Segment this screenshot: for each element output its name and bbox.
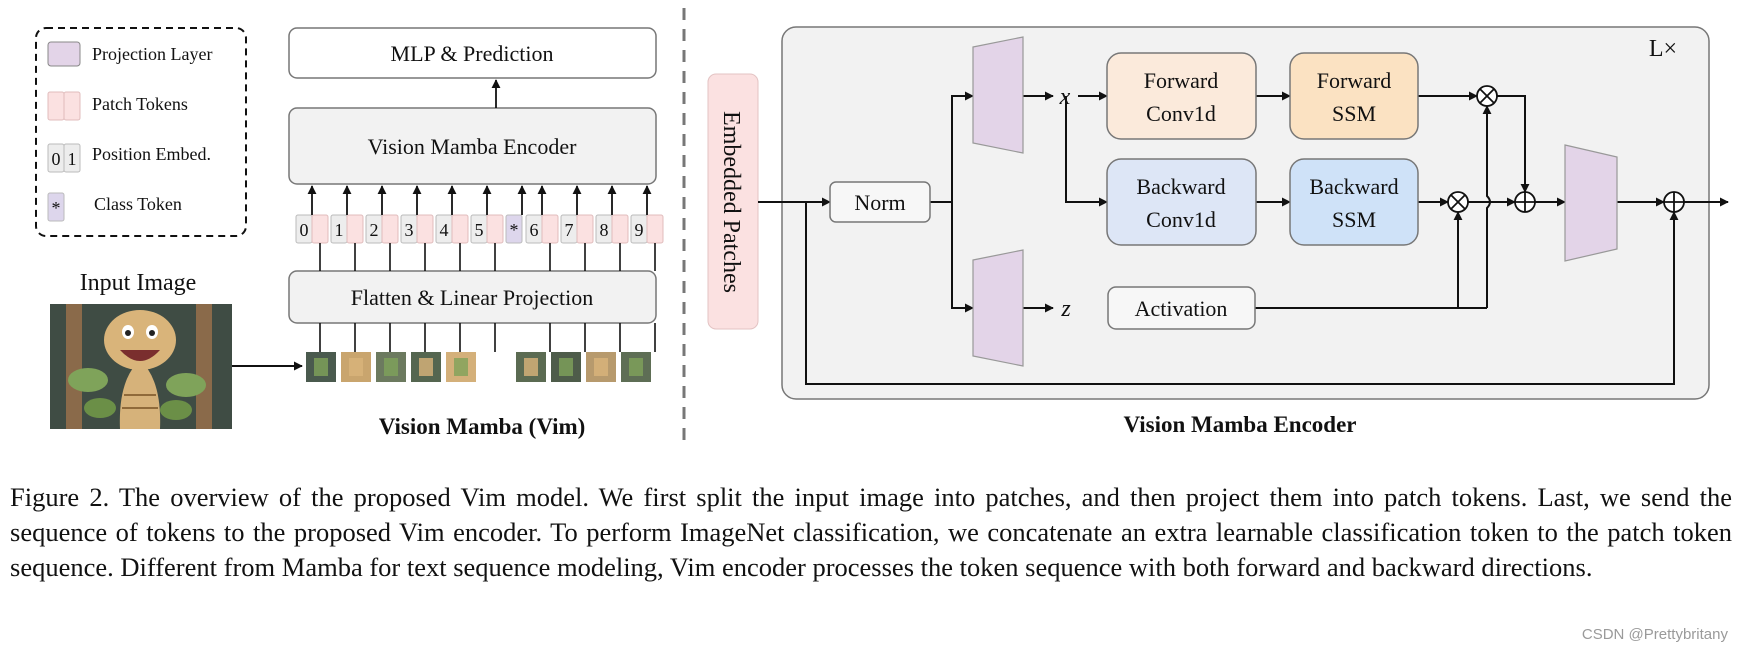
vim-encoder-label: Vision Mamba Encoder xyxy=(368,134,578,159)
image-patch-detail xyxy=(594,358,608,376)
input-image: Input Image xyxy=(50,270,232,429)
repeat-label: L× xyxy=(1649,36,1677,62)
mlp-prediction-label: MLP & Prediction xyxy=(391,41,554,66)
position-index: 1 xyxy=(335,220,344,240)
backward-conv-line1: Backward xyxy=(1136,174,1225,199)
add-residual xyxy=(1663,191,1685,213)
legend-class-symbol: * xyxy=(52,198,61,218)
position-index: 0 xyxy=(300,220,309,240)
z-label: z xyxy=(1060,296,1071,322)
patch-token xyxy=(541,214,559,244)
legend-class-label: Class Token xyxy=(94,194,182,214)
backward-ssm-line1: Backward xyxy=(1309,174,1398,199)
activation-label: Activation xyxy=(1135,296,1228,321)
image-patch-detail xyxy=(559,358,573,376)
image-patch-detail xyxy=(419,358,433,376)
projection-z xyxy=(972,249,1024,367)
figure-diagram: Projection Layer Patch Tokens 0 1 Positi… xyxy=(35,8,1729,448)
forward-conv-line1: Forward xyxy=(1144,68,1219,93)
image-patch-detail xyxy=(384,358,398,376)
patch-token xyxy=(311,214,329,244)
x-label: x xyxy=(1059,84,1071,110)
multiply-top xyxy=(1476,85,1498,107)
input-image-label: Input Image xyxy=(80,270,197,296)
forward-ssm-line1: Forward xyxy=(1317,68,1392,93)
activation-box xyxy=(1107,286,1256,330)
watermark: CSDN @Prettybritany xyxy=(1581,626,1728,643)
image-patches xyxy=(306,352,651,382)
backward-conv-box xyxy=(1106,158,1257,246)
image-patch-detail xyxy=(524,358,538,376)
forward-ssm-box xyxy=(1289,52,1419,140)
legend-position-label: Position Embed. xyxy=(92,144,211,164)
image-patch-detail xyxy=(454,358,468,376)
position-index: 4 xyxy=(440,220,449,240)
norm-label: Norm xyxy=(854,190,905,215)
add-merge xyxy=(1514,191,1536,213)
embedded-patches-label: Embedded Patches xyxy=(718,111,744,293)
vim-encoder-box xyxy=(288,107,657,185)
position-index: 9 xyxy=(635,220,644,240)
projection-x xyxy=(972,36,1024,154)
flatten-box xyxy=(288,270,657,324)
token-sequence: 0 1 2 3 4 5 * 6 7 8 9 xyxy=(295,185,664,352)
legend-position-digit-1: 1 xyxy=(68,149,77,169)
norm-box xyxy=(829,181,931,223)
patch-token xyxy=(576,214,594,244)
position-index: 7 xyxy=(565,220,574,240)
flatten-label: Flatten & Linear Projection xyxy=(351,285,594,310)
projection-out xyxy=(1564,144,1618,262)
patch-token xyxy=(486,214,504,244)
forward-conv-line2: Conv1d xyxy=(1146,101,1216,126)
vim-title: Vision Mamba (Vim) xyxy=(379,414,586,439)
patch-token xyxy=(451,214,469,244)
legend-position-digit-0: 0 xyxy=(52,149,61,169)
legend: Projection Layer Patch Tokens 0 1 Positi… xyxy=(35,27,247,237)
patch-token xyxy=(611,214,629,244)
legend-projection-swatch xyxy=(47,41,81,67)
position-index: 5 xyxy=(475,220,484,240)
multiply-bottom xyxy=(1447,191,1469,213)
forward-conv-box xyxy=(1106,52,1257,140)
backward-conv-line2: Conv1d xyxy=(1146,207,1216,232)
position-index: * xyxy=(510,220,519,240)
backward-ssm-box xyxy=(1289,158,1419,246)
position-index: 8 xyxy=(600,220,609,240)
patch-token xyxy=(416,214,434,244)
patch-token xyxy=(381,214,399,244)
encoder-title: Vision Mamba Encoder xyxy=(1124,412,1357,437)
image-patch-detail xyxy=(314,358,328,376)
backward-ssm-line2: SSM xyxy=(1332,207,1376,232)
legend-patch-label: Patch Tokens xyxy=(92,94,188,114)
mlp-prediction-box xyxy=(288,27,657,79)
image-patch-detail xyxy=(349,358,363,376)
image-patch-detail xyxy=(629,358,643,376)
legend-projection-label: Projection Layer xyxy=(92,44,212,64)
figure-caption: Figure 2. The overview of the proposed V… xyxy=(10,482,1732,582)
position-index: 2 xyxy=(370,220,379,240)
class-token xyxy=(505,214,523,244)
position-index: 6 xyxy=(530,220,539,240)
patch-token xyxy=(646,214,664,244)
position-index: 3 xyxy=(405,220,414,240)
patch-token xyxy=(346,214,364,244)
forward-ssm-line2: SSM xyxy=(1332,101,1376,126)
